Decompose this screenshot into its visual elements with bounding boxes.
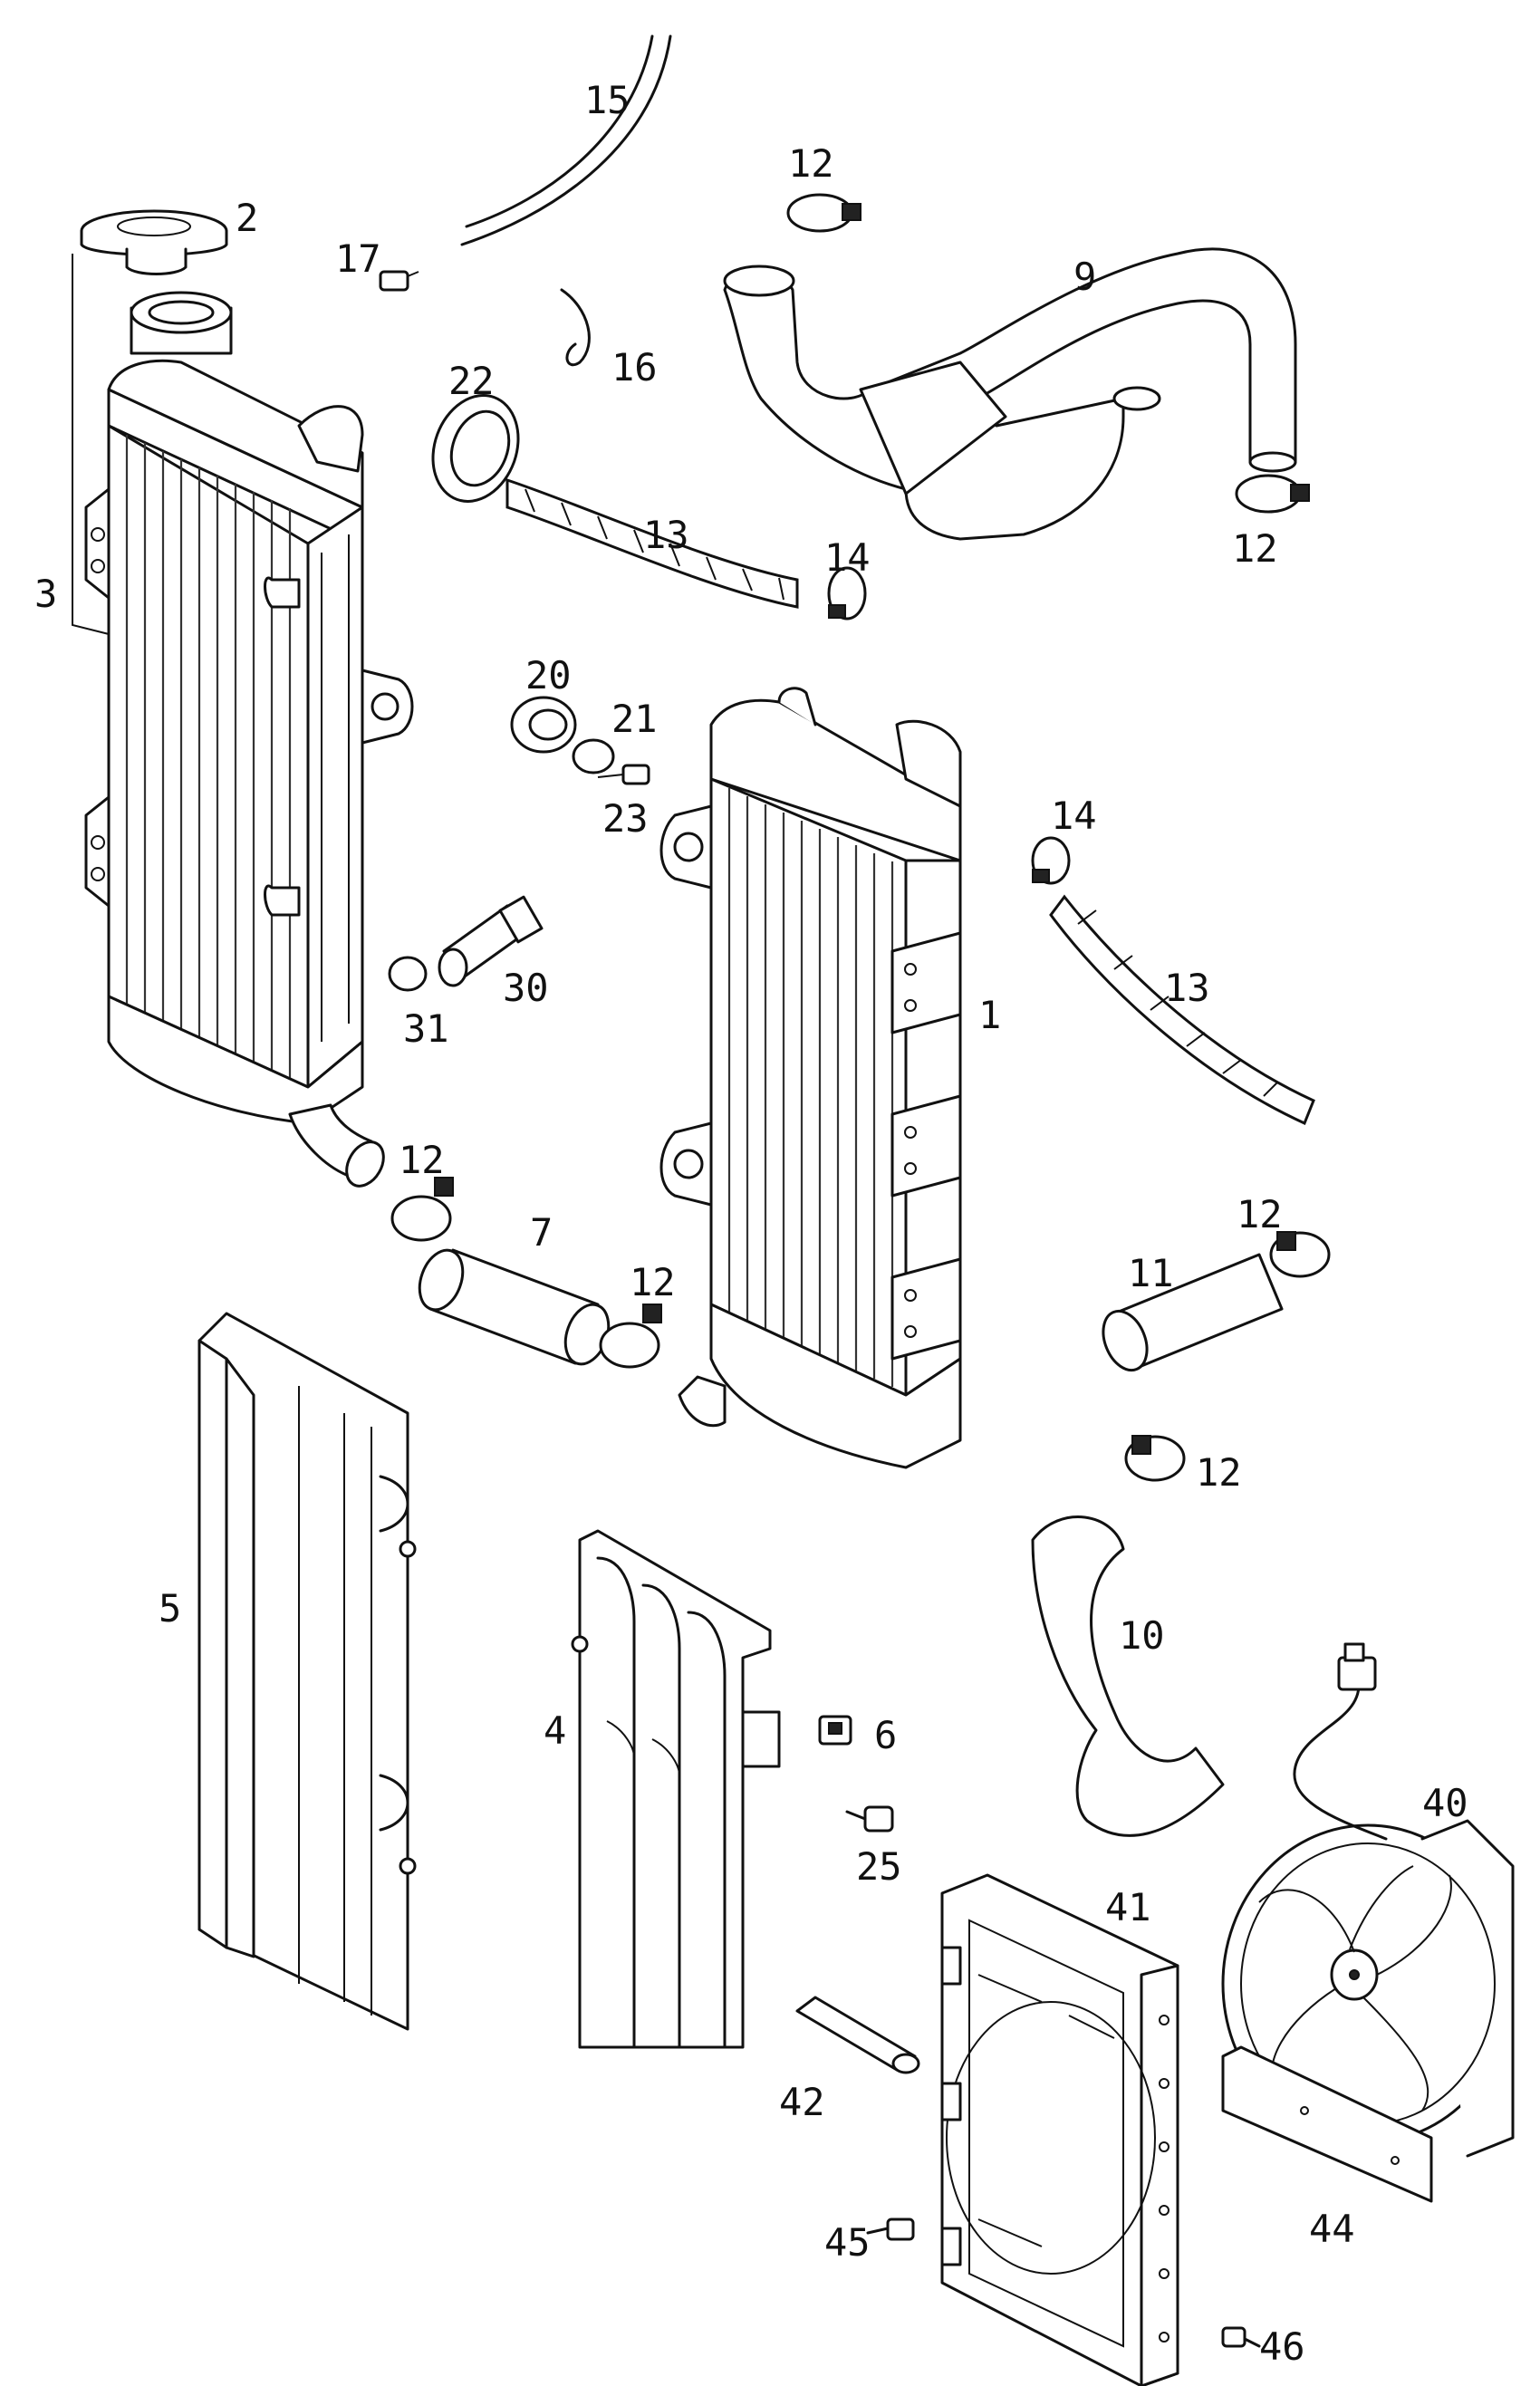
hose-clamp-7a bbox=[390, 1177, 454, 1242]
callout-12f: 12 bbox=[1196, 1450, 1242, 1495]
callout-17: 17 bbox=[335, 236, 381, 281]
screw-46 bbox=[1221, 2326, 1261, 2348]
callout-7: 7 bbox=[530, 1210, 553, 1255]
callout-9: 9 bbox=[1073, 255, 1096, 299]
straight-hose-11 bbox=[1102, 1253, 1284, 1372]
hose-clamp-top bbox=[786, 193, 861, 233]
callout-40: 40 bbox=[1422, 1781, 1468, 1825]
braided-hose-lower bbox=[1049, 894, 1315, 1126]
left-radiator bbox=[84, 291, 414, 1188]
callout-12c: 12 bbox=[399, 1138, 445, 1182]
hose-clamp-11a bbox=[1269, 1231, 1331, 1278]
cover-plate bbox=[1221, 2045, 1433, 2203]
overflow-hose bbox=[460, 34, 672, 246]
callout-12d: 12 bbox=[630, 1260, 676, 1304]
hose-clip bbox=[560, 288, 591, 366]
right-radiator bbox=[659, 687, 962, 1469]
callout-22: 22 bbox=[448, 359, 495, 403]
callout-16: 16 bbox=[611, 345, 658, 390]
small-screw bbox=[379, 270, 419, 292]
hose-clamp-7b bbox=[599, 1304, 662, 1369]
callout-15: 15 bbox=[584, 78, 630, 122]
washer bbox=[572, 738, 615, 774]
callout-14a: 14 bbox=[824, 535, 871, 580]
screw-25 bbox=[845, 1805, 894, 1833]
clip-nut bbox=[818, 1715, 852, 1746]
grommet-ring bbox=[431, 394, 520, 503]
callout-31: 31 bbox=[403, 1006, 449, 1051]
callout-46: 46 bbox=[1259, 2324, 1305, 2369]
cooling-fan bbox=[1221, 1642, 1515, 2158]
straight-hose-7 bbox=[418, 1248, 611, 1366]
callout-25: 25 bbox=[856, 1844, 902, 1889]
callout-labels: 1 2 3 4 5 6 7 9 10 11 12 12 12 12 12 12 … bbox=[34, 78, 1468, 2369]
callout-12e: 12 bbox=[1237, 1192, 1283, 1236]
callout-41: 41 bbox=[1105, 1885, 1151, 1929]
fan-frame bbox=[940, 1873, 1179, 2386]
temperature-sensor bbox=[438, 895, 544, 987]
callout-13b: 13 bbox=[1164, 966, 1210, 1010]
hose-clamp-11b bbox=[1124, 1435, 1186, 1482]
callout-5: 5 bbox=[159, 1586, 181, 1631]
callout-44: 44 bbox=[1309, 2207, 1355, 2251]
callout-23: 23 bbox=[602, 796, 649, 841]
sealing-ring bbox=[388, 956, 428, 992]
callout-21: 21 bbox=[611, 697, 658, 741]
leader-line-3 bbox=[72, 254, 110, 635]
rubber-bushing bbox=[510, 696, 577, 754]
mounting-screw-23 bbox=[597, 764, 650, 785]
callout-45: 45 bbox=[824, 2220, 871, 2265]
radiator-cap bbox=[80, 209, 228, 275]
callout-1: 1 bbox=[978, 993, 1001, 1037]
callout-12a: 12 bbox=[788, 141, 834, 186]
hose-clamp-right bbox=[1235, 474, 1310, 514]
spacer-tube bbox=[795, 1996, 920, 2074]
radiator-shroud-large bbox=[197, 1312, 417, 2031]
callout-2: 2 bbox=[236, 196, 258, 240]
callout-3: 3 bbox=[34, 572, 57, 616]
callout-12b: 12 bbox=[1232, 526, 1278, 571]
callout-30: 30 bbox=[503, 966, 549, 1010]
screw-45 bbox=[866, 2218, 915, 2241]
hose-clamp-upper bbox=[827, 566, 867, 621]
callout-6: 6 bbox=[874, 1713, 897, 1757]
hose-clamp-mid bbox=[1031, 836, 1071, 885]
callout-14b: 14 bbox=[1051, 794, 1097, 838]
callout-20: 20 bbox=[525, 653, 572, 698]
bent-hose bbox=[1031, 1515, 1225, 1837]
callout-13a: 13 bbox=[643, 513, 689, 557]
callout-42: 42 bbox=[779, 2080, 825, 2124]
y-hose bbox=[723, 247, 1297, 541]
callout-11: 11 bbox=[1128, 1251, 1174, 1295]
braided-hose-upper bbox=[505, 477, 799, 609]
radiator-shroud-small bbox=[571, 1529, 781, 2049]
callout-4: 4 bbox=[544, 1708, 566, 1753]
callout-10: 10 bbox=[1119, 1613, 1165, 1658]
